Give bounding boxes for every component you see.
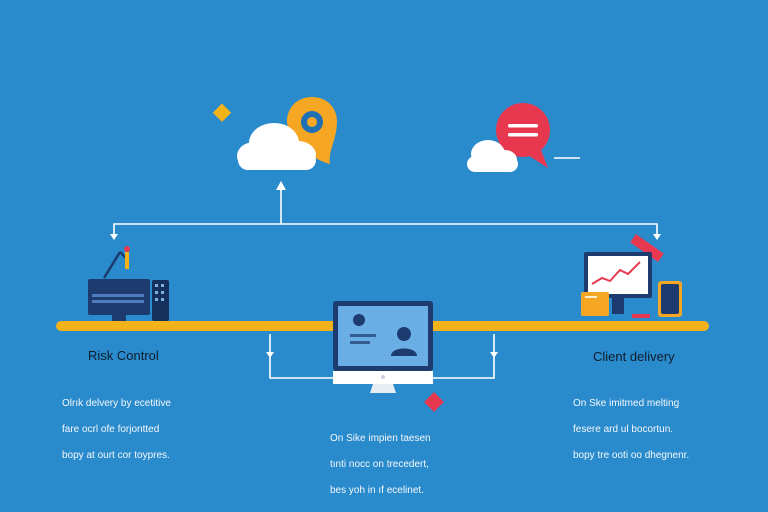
risk-control-title: Risk Control <box>88 348 159 363</box>
client-delivery-desc-line-1: On Ske imitmed melting <box>573 398 680 409</box>
center-desc-line-3: bes yoh in ıf ecelinet. <box>330 485 424 496</box>
location-pin-icon <box>287 97 337 164</box>
cloud-icon <box>237 123 316 170</box>
center-desc-line-1: On Sike impien taesen <box>330 433 431 444</box>
cloud-icon-small <box>467 140 518 172</box>
arrow-heads <box>110 181 661 358</box>
monitor-icon <box>88 279 169 321</box>
right-down-arrow <box>653 234 661 240</box>
bottom-left-arrow <box>266 352 274 358</box>
risk-control-description: Olrık delvery by ecetitive fare ocrl ofe… <box>62 384 171 475</box>
client-delivery-desc-line-2: fesere ard ul bocortun. <box>573 424 674 435</box>
client-delivery-description: On Ske imitmed melting fesere ard ul boc… <box>573 384 689 475</box>
up-arrow-head <box>276 181 286 190</box>
chart-icon <box>581 234 682 318</box>
risk-control-desc-line-2: fare ocrl ofe forjontted <box>62 424 160 435</box>
user-icon <box>391 327 417 356</box>
diamond-icon-red <box>424 392 444 412</box>
chat-bubble-icon <box>496 103 550 168</box>
bottom-right-arrow <box>490 352 498 358</box>
desk-lamp-icon <box>102 246 130 279</box>
risk-control-desc-line-1: Olrık delvery by ecetitive <box>62 398 171 409</box>
center-description: On Sike impien taesen tınti nocc on trec… <box>330 419 431 510</box>
top-connector <box>113 223 658 238</box>
center-desc-line-2: tınti nocc on trecedert, <box>330 459 429 470</box>
client-delivery-title: Client delivery <box>593 349 675 364</box>
client-delivery-desc-line-3: bopy tre ooti oo dhegnenr. <box>573 450 690 461</box>
risk-control-desc-line-3: bopy at ourt cor toypres. <box>62 450 170 461</box>
left-down-arrow <box>110 234 118 240</box>
computer-icon <box>333 301 433 393</box>
gear-icon <box>301 111 323 133</box>
diamond-icon <box>212 103 232 122</box>
